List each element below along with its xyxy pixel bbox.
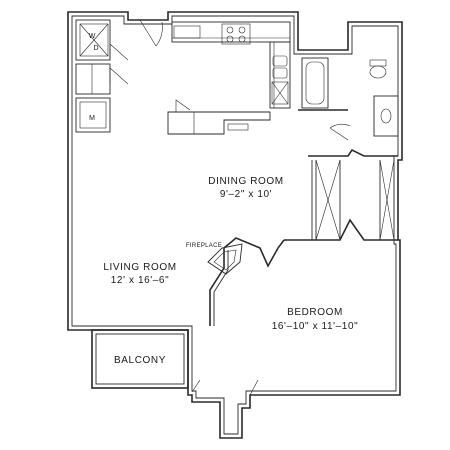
mechanical-label: M	[89, 115, 95, 122]
coat-closet	[75, 63, 129, 95]
exterior-walls	[67, 11, 403, 439]
bedroom-size: 16'–10" x 11'–10"	[272, 321, 359, 332]
interior-walls	[207, 148, 398, 326]
mechanical-closet	[75, 97, 111, 133]
stove	[221, 23, 251, 45]
living-room-name: LIVING ROOM	[103, 262, 176, 273]
entry-door	[139, 19, 163, 47]
balcony-label: BALCONY	[114, 355, 166, 366]
dining-room-size: 9'–2" x 10'	[220, 189, 272, 200]
washer-label: W	[89, 33, 96, 40]
fireplace-label: FIREPLACE	[186, 243, 222, 249]
balcony	[91, 325, 189, 389]
laundry-closet	[75, 19, 129, 61]
bedroom-door	[191, 379, 259, 396]
dryer-label: D	[93, 45, 98, 52]
dishwasher	[271, 81, 289, 105]
bedroom-name: BEDROOM	[287, 307, 343, 318]
bathroom	[298, 57, 399, 141]
living-room-size: 12' x 16'–6"	[111, 275, 170, 286]
kitchen	[167, 21, 291, 135]
fireplace	[207, 243, 243, 275]
dining-room-name: DINING ROOM	[208, 176, 284, 187]
kitchen-sink	[272, 55, 288, 79]
